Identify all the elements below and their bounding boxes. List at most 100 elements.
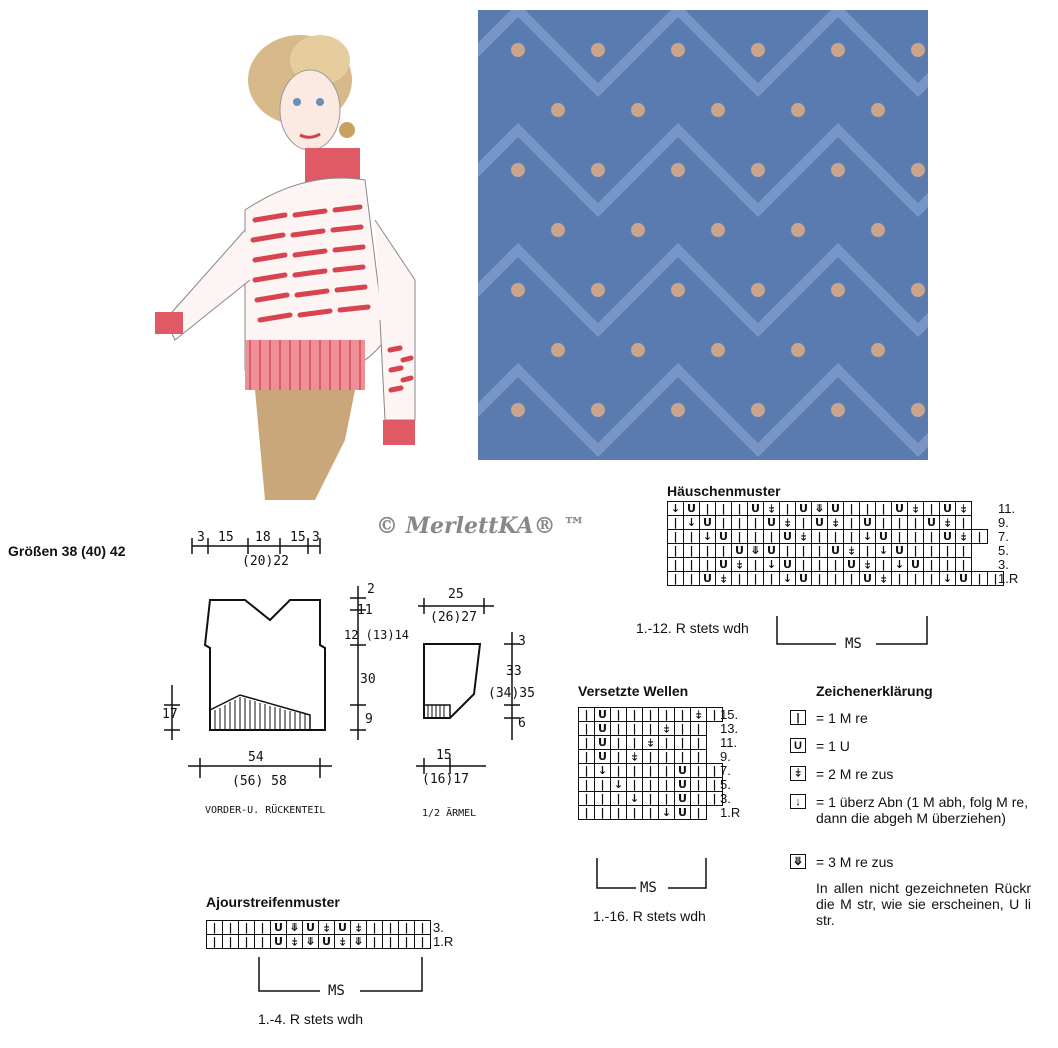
chart-cell: |	[667, 529, 684, 544]
chart-cell: |	[923, 557, 940, 572]
chart-cell: |	[699, 557, 716, 572]
chart-cell: |	[414, 934, 431, 949]
chart-cell: ⤋	[747, 543, 764, 558]
chart-cell: ⤋	[811, 501, 828, 516]
chart-cell: |	[626, 721, 643, 736]
chart-cell: |	[843, 515, 860, 530]
chart-cell: |	[699, 501, 716, 516]
haeuschen-ms-label: MS	[845, 636, 862, 652]
chart-cell: |	[658, 735, 675, 750]
chart-cell: |	[811, 557, 828, 572]
chart-cell: |	[667, 571, 684, 586]
chart-cell: |	[254, 920, 271, 935]
chart-cell: ↓	[683, 515, 700, 530]
chart-cell: |	[859, 501, 876, 516]
chart-cell: |	[366, 920, 383, 935]
chart-row: ||↓U|||U⤈|||↓U|||U⤈|	[667, 529, 1004, 544]
chart-cell: U	[674, 791, 691, 806]
chart-cell: U	[747, 501, 764, 516]
chart-cell: |	[891, 571, 908, 586]
chart-cell: |	[827, 529, 844, 544]
legend-title: Zeichenerklärung	[816, 683, 933, 699]
chart-cell: |	[674, 707, 691, 722]
row-label: 15.	[720, 707, 739, 722]
chart-cell: |	[642, 749, 659, 764]
row-label: 9.	[720, 749, 731, 764]
haeuschen-repeat-note: 1.-12. R stets wdh	[636, 620, 749, 636]
chart-cell: |	[747, 557, 764, 572]
chart-cell: |	[955, 543, 972, 558]
chart-cell: |	[578, 721, 595, 736]
chart-cell: |	[238, 934, 255, 949]
chart-cell: |	[859, 543, 876, 558]
chart-cell: U	[699, 515, 716, 530]
chart-cell: |	[907, 529, 924, 544]
chart-cell: |	[843, 529, 860, 544]
row-label: 7.	[998, 529, 1009, 544]
versetzte-repeat-note: 1.-16. R stets wdh	[593, 908, 706, 924]
chart-cell: ⤈	[827, 515, 844, 530]
chart-cell: |	[891, 515, 908, 530]
chart-cell: U	[779, 557, 796, 572]
chart-cell: |	[642, 721, 659, 736]
body-height-dim-5: 9	[365, 712, 373, 727]
chart-cell: |	[731, 501, 748, 516]
chart-cell: U	[270, 920, 287, 935]
chart-cell: ⤈	[658, 721, 675, 736]
chart-cell: |	[674, 749, 691, 764]
chart-cell: ↓	[667, 501, 684, 516]
row-label: 13.	[720, 721, 739, 736]
chart-row: ↓U|||U⤈|U⤋U|||U⤈|U⤈	[667, 501, 1004, 516]
yarnover-icon: U	[790, 738, 806, 753]
chart-cell: |	[658, 763, 675, 778]
chart-row: |U|||||⤈|	[578, 707, 723, 722]
chart-row: |||↓||U||	[578, 791, 723, 806]
chart-cell: |	[811, 529, 828, 544]
chart-cell: U	[955, 571, 972, 586]
row-label: 9.	[998, 515, 1009, 530]
chart-cell: |	[907, 515, 924, 530]
chart-cell: |	[222, 920, 239, 935]
chart-cell: |	[987, 571, 1004, 586]
chart-cell: |	[610, 791, 627, 806]
chart-row: ||↓|||U||	[578, 777, 723, 792]
chart-cell: |	[667, 557, 684, 572]
chart-row: |U|⤈||||	[578, 749, 723, 764]
body-bottom-dim: 54	[248, 750, 264, 765]
chart-cell: |	[610, 721, 627, 736]
sizes-title: Größen 38 (40) 42	[8, 543, 126, 559]
skp-icon: ↓	[790, 794, 806, 809]
chart-row: |||||↓U|	[578, 805, 723, 820]
chart-cell: |	[674, 721, 691, 736]
body-left-dim: 17	[162, 707, 178, 722]
chart-cell: |	[955, 557, 972, 572]
chart-cell: ⤋	[302, 934, 319, 949]
chart-cell: ⤋	[286, 920, 303, 935]
legend-note: In allen nicht gezeichneten Rückr die M …	[816, 880, 1031, 928]
chart-cell: ⤈	[642, 735, 659, 750]
chart-cell: |	[811, 543, 828, 558]
chart-cell: |	[382, 920, 399, 935]
k3tog-icon: ⤋	[790, 854, 806, 869]
row-label: 11.	[720, 735, 738, 750]
chart-cell: |	[763, 529, 780, 544]
versetzte-row-labels: 15.13.11.9.7.5.3.1.R	[720, 708, 740, 820]
chart-cell: |	[690, 805, 707, 820]
body-caption: VORDER-U. RÜCKENTEIL	[205, 805, 326, 816]
chart-cell: ⤈	[907, 501, 924, 516]
legend-text: = 1 überz Abn (1 M abh, folg M re, dann …	[816, 794, 1029, 826]
chart-cell: |	[690, 721, 707, 736]
chart-cell: |	[923, 501, 940, 516]
legend-text: = 3 M re zus	[816, 854, 894, 870]
chart-row: |↓||||U||	[578, 763, 723, 778]
sleeve-bottom-dim: 15	[436, 748, 452, 763]
body-top-dim-5: 3	[312, 530, 320, 545]
chart-row: |U|||⤈||	[578, 721, 723, 736]
ajour-title: Ajourstreifenmuster	[206, 894, 340, 910]
legend-item-yarnover: U = 1 U	[790, 738, 850, 754]
chart-cell: ⤈	[690, 707, 707, 722]
body-top-dim-4: 15	[290, 530, 306, 545]
chart-cell: |	[690, 791, 707, 806]
body-piece-schematic: 3 15 18 15 3 (20)22 2 11 12 (13)14 30 9 …	[160, 530, 410, 830]
chart-cell: |	[667, 543, 684, 558]
